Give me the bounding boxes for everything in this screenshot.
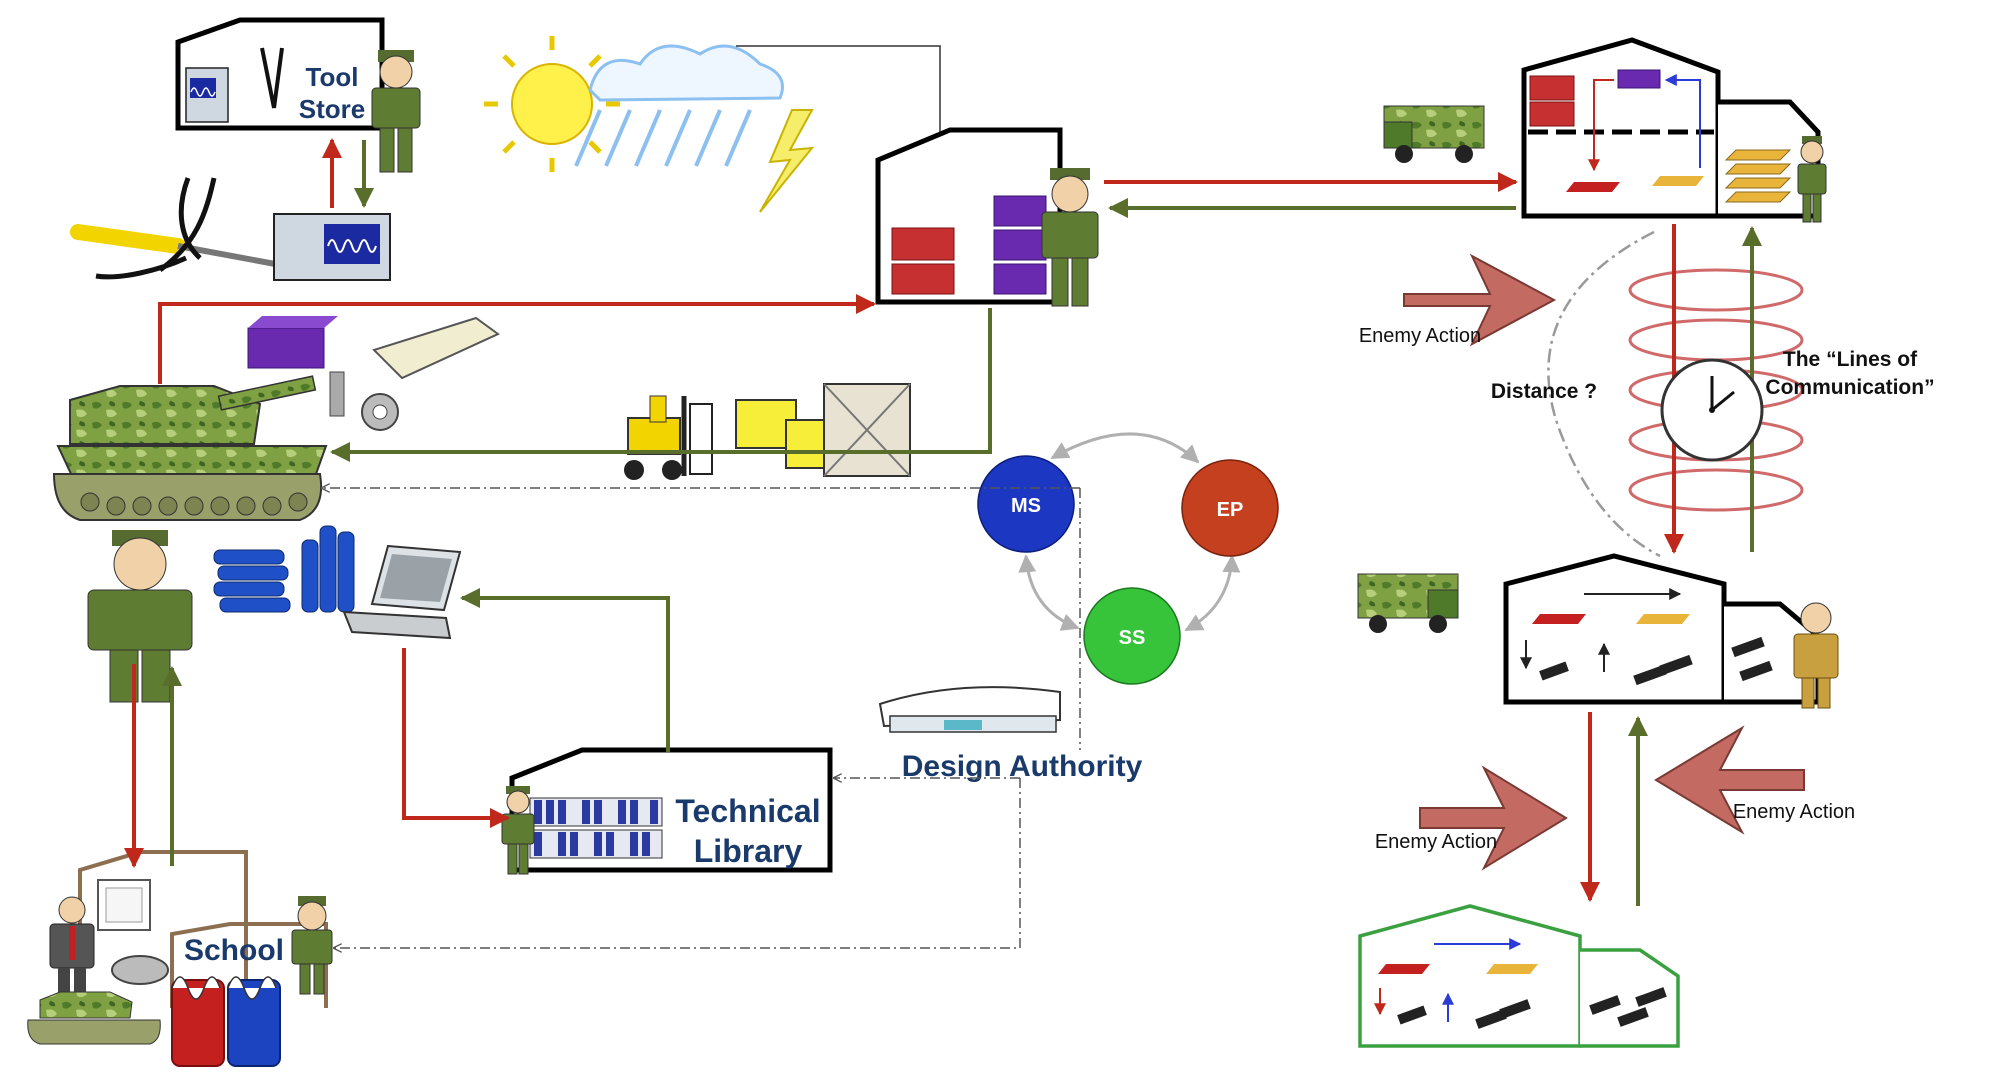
ms-node: MS [977,455,1075,553]
tool-store-building: Tool Store [175,17,385,131]
school-books-icon [171,976,281,1067]
information-flow-lines [322,488,1081,948]
lines-of-communication-label: The “Lines of [1783,348,1918,371]
weather-sun-rain-icon [484,36,941,213]
ep-node: EP [1181,459,1279,557]
enemy-action-label: Enemy Action [1733,801,1855,823]
distance-label: Distance ? [1491,380,1597,403]
ms-ep-ss-cycle: MS EP SS [977,432,1279,685]
technical-library-building: Technical Library [509,747,833,873]
laptop-icon [342,544,462,640]
tool-store-label-2: Store [299,94,365,124]
forward-depot-building [1521,37,1821,219]
soldier-figure [501,786,535,875]
technical-library-label-2: Library [694,833,803,869]
enemy-action-arrow: Enemy Action [1654,725,1855,835]
manuals-books-icon [213,525,355,613]
oscilloscope-icon [273,213,391,281]
enemy-action-arrow: Enemy Action [1375,765,1568,871]
instructor-figure [49,896,95,998]
supply-flow-arrows [124,172,1518,868]
technical-library-label: Technical [675,793,820,829]
workshop-building [1503,553,1821,705]
enemy-action-arrow: Enemy Action [1359,253,1557,347]
ep-node-label: EP [1217,499,1244,521]
lines-of-communication: The “Lines of Communication” Distance ? [1491,224,1935,558]
tank-icon [27,991,161,1045]
screwdriver-pliers-icon [70,177,287,280]
lines-of-communication-label-2: Communication” [1765,376,1934,399]
tool-store-label: Tool [306,62,359,92]
clock-icon [1660,358,1764,462]
enemy-action-label: Enemy Action [1359,325,1481,347]
tank-icon [52,375,328,521]
soldier-figure [1041,168,1099,307]
civilian-engineer-figure [1793,602,1839,709]
soldier-figure [87,530,193,703]
soldier-figure [1797,136,1827,223]
soldier-figure [371,50,421,173]
spare-parts-icon [247,316,500,431]
truck-icon [1383,105,1485,163]
soldier-figure [291,896,333,995]
forward-unit-building [1358,904,1680,1048]
ss-node-label: SS [1119,627,1146,649]
enemy-action-label: Enemy Action [1375,831,1497,853]
central-depot-building [875,127,1063,305]
school-label: School [184,934,284,967]
design-authority-building: Design Authority [878,686,1143,783]
truck-icon [1357,573,1459,633]
ms-node-label: MS [1011,495,1041,517]
forklift-crates-icon [624,383,911,480]
ss-node: SS [1083,587,1181,685]
school-building: School [78,850,328,1008]
design-authority-label: Design Authority [902,750,1143,783]
